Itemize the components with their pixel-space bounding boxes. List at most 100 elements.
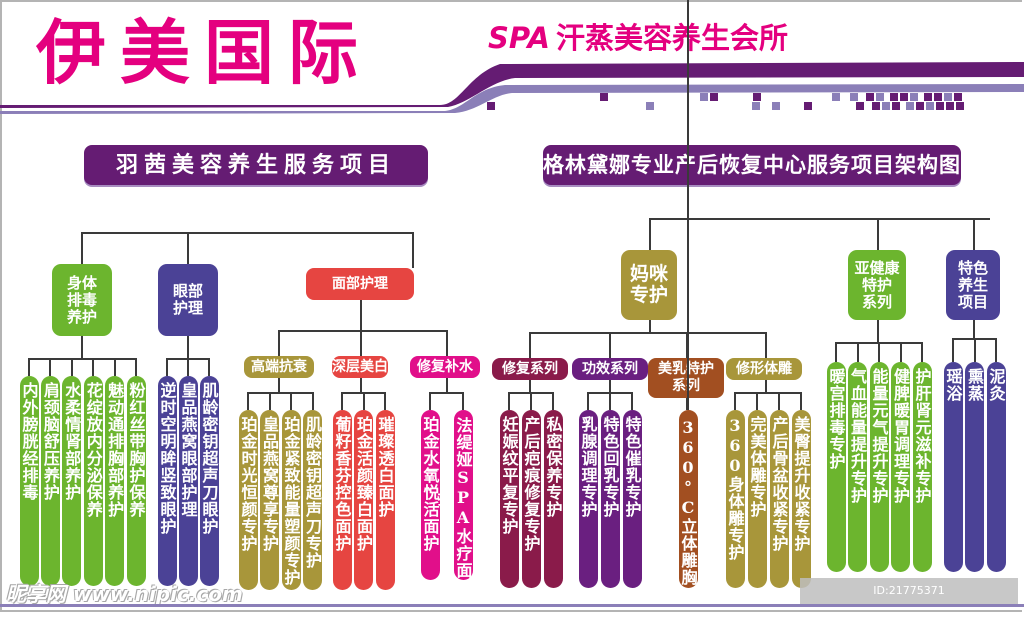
category-mommy-care: 妈咪专护 <box>621 250 677 320</box>
service-item: 360°C立体雕胸美乳经典专护 <box>660 410 698 588</box>
connector-line <box>529 332 531 358</box>
service-item: 妊娠纹平复专护 <box>499 410 519 588</box>
connector-line <box>877 218 879 250</box>
service-item: 暖宫排毒专护 <box>826 362 846 572</box>
watermark-id: ID:21775371 NO:20151026101643325000 <box>800 578 1018 623</box>
service-item-label: 魅动通排胸部养护 <box>105 382 125 518</box>
service-item-label: 私密保养专护 <box>543 416 563 518</box>
service-item: 水柔情肾部养护 <box>62 376 82 586</box>
category-subhealth: 亚健康特护系列 <box>848 250 906 320</box>
decor-square <box>936 102 944 110</box>
connector-line <box>208 358 210 376</box>
connector-line <box>462 392 464 410</box>
connector-line <box>973 338 976 362</box>
category-label-line: 眼部 <box>172 282 203 300</box>
service-item: 美臀提升收紧专护 <box>791 410 811 588</box>
service-item-label: 皇品燕窝眼部护理 <box>178 382 198 518</box>
service-item-label: 水柔情肾部养护 <box>62 382 82 501</box>
decor-square <box>856 102 864 110</box>
connector-line <box>429 392 464 394</box>
decor-square <box>956 102 964 110</box>
decor-square <box>850 93 858 101</box>
sub-repair-series: 修复系列 <box>492 358 568 380</box>
category-label-line: 专护 <box>629 284 668 306</box>
connector-line <box>778 392 780 410</box>
connector-line <box>113 358 116 376</box>
service-item: 护肝肾元滋补专护 <box>912 362 932 572</box>
connector-line <box>446 378 448 392</box>
connector-line <box>278 378 280 392</box>
connector-line <box>360 300 362 330</box>
connector-line <box>70 358 73 376</box>
service-item-label: 泥灸 <box>986 368 1006 402</box>
category-label-line: 妈咪 <box>629 263 668 285</box>
connector-line <box>412 232 414 268</box>
service-item: 法缇娅SPA水疗面护 <box>435 410 473 580</box>
connector-line <box>734 392 802 394</box>
connector-line <box>631 392 633 410</box>
decor-square <box>487 102 495 110</box>
service-item: 粉红丝带胸护保养 <box>126 376 146 586</box>
connector-line <box>92 358 95 376</box>
service-item-label: 珀金紧致能量塑颜专护 <box>281 416 301 586</box>
connector-line <box>649 218 990 220</box>
decor-square <box>600 93 608 101</box>
service-item: 产后骨盆收紧专护 <box>769 410 789 588</box>
sub-high-end-antiaging: 高端抗衰 <box>244 356 314 378</box>
decor-square <box>944 93 952 101</box>
decor-square <box>926 102 934 110</box>
connector-line <box>756 392 758 410</box>
category-label-line: 项目 <box>957 292 988 311</box>
decor-square <box>916 102 924 110</box>
connector-line <box>800 392 802 410</box>
service-item: 珀金时光恒颜专护 <box>238 410 258 590</box>
category-label-line: 养护 <box>66 307 97 326</box>
service-item-label: 璀璨透白面护 <box>375 416 395 518</box>
connector-line <box>446 330 448 356</box>
connector-line <box>856 342 859 362</box>
service-item: 葡籽香芬控色面护 <box>332 410 352 590</box>
connector-line <box>135 358 137 376</box>
service-item: 肩颈脑舒压养护 <box>40 376 60 586</box>
connector-line <box>609 392 611 410</box>
service-item-label: 肌龄密钥超声刀眼护 <box>199 382 219 535</box>
service-item-label: 粉红丝带胸护保养 <box>126 382 146 518</box>
connector-line <box>81 336 83 358</box>
category-label-line: 排毒 <box>66 290 97 309</box>
category-label-line: 护理 <box>172 299 203 317</box>
category-special-wellness: 特色养生项目 <box>946 250 1000 320</box>
service-item-label: 乳腺调理专护 <box>578 416 598 518</box>
decor-square <box>892 102 900 110</box>
service-item-label: 美臀提升收紧专护 <box>791 416 811 552</box>
connector-line <box>360 330 362 356</box>
service-item: 气血能量提升专护 <box>848 362 867 572</box>
service-item-label: 珀金水氧悦活面护 <box>420 416 440 552</box>
service-item: 皇品燕窝尊享专护 <box>260 410 279 590</box>
connector-line <box>268 392 271 410</box>
decor-square <box>832 93 840 101</box>
service-item-label: 健脾暖胃调理专护 <box>891 368 910 504</box>
connector-line <box>311 392 314 410</box>
connector-line <box>973 320 975 338</box>
right-section-title: 格林黛娜专业产后恢复中心服务项目架构图 <box>543 145 961 185</box>
service-item-label: 肩颈脑舒压养护 <box>40 382 60 501</box>
sub-deep-whitening: 深层美白 <box>332 356 388 378</box>
category-face-care: 面部护理 <box>306 268 414 300</box>
service-item-label: 花绽放内分泌保养 <box>83 382 103 518</box>
service-item: 熏蒸 <box>965 362 984 572</box>
category-label-line: 身体 <box>66 273 97 292</box>
service-item-label: 珀金时光恒颜专护 <box>238 416 258 552</box>
connector-line <box>687 0 689 410</box>
sub-efficacy-series: 功效系列 <box>572 358 648 380</box>
service-item-label: 特色回乳专护 <box>600 416 620 518</box>
left-section-title: 羽茜美容养生服务项目 <box>84 145 428 185</box>
category-label-line: 亚健康 <box>854 258 900 277</box>
slogan-prefix: SPA <box>488 21 550 55</box>
category-label-line: 系列 <box>861 292 892 311</box>
category-label-line: 特护 <box>861 275 892 294</box>
connector-line <box>587 392 589 410</box>
connector-line <box>921 342 923 362</box>
decor-square <box>753 93 761 101</box>
service-item-label: 护肝肾元滋补专护 <box>912 368 932 504</box>
